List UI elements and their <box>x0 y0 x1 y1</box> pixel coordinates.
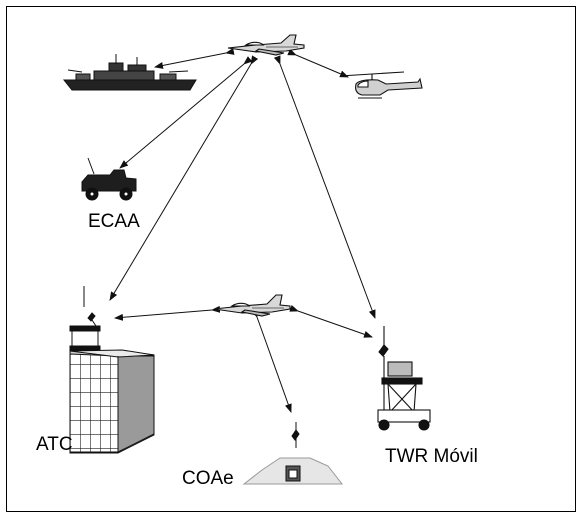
label-coae: COAe <box>182 468 234 489</box>
jet-aircraft-icon <box>213 294 291 317</box>
warship-icon <box>62 54 197 91</box>
link-arrows <box>109 48 376 413</box>
arrow-jet-atc <box>109 55 259 301</box>
arrow-jet2-twr <box>289 305 373 338</box>
arrow-jet-ship <box>154 48 235 69</box>
label-ecaa: ECAA <box>88 211 140 232</box>
arrow-jet-twr <box>273 55 376 319</box>
label-atc: ATC <box>36 434 73 455</box>
bunker-hill-icon <box>242 422 344 485</box>
jeep-radio-icon <box>81 157 137 201</box>
control-tower-building-icon <box>69 286 155 454</box>
arrow-jet2-atc <box>114 305 221 321</box>
label-twr-movil: TWR Móvil <box>385 446 478 467</box>
mobile-tower-icon <box>377 326 431 431</box>
jet-aircraft-icon <box>227 34 305 56</box>
arrow-jet-helicopter <box>287 48 349 78</box>
helicopter-icon <box>339 71 423 99</box>
arrow-jet2-coae <box>251 308 292 413</box>
